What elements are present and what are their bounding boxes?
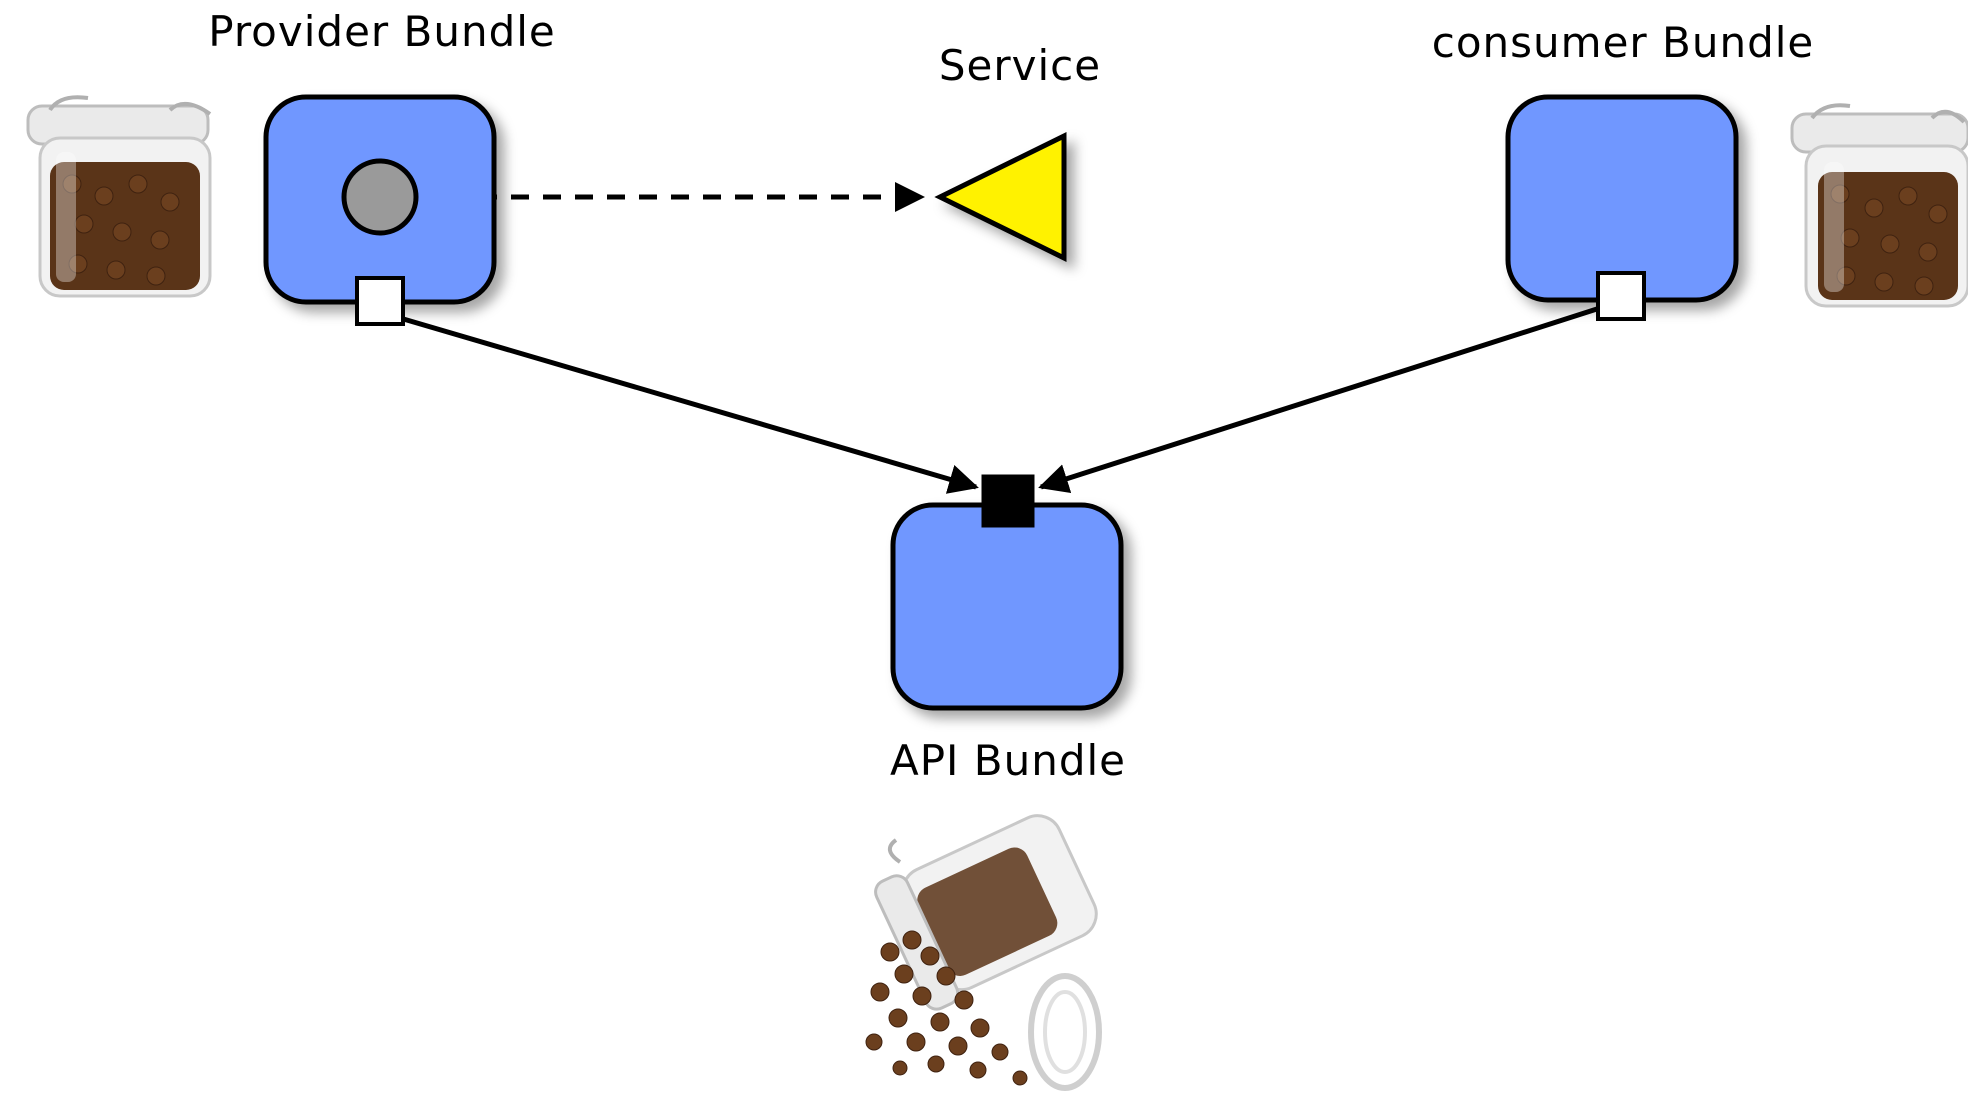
api-bundle-label: API Bundle — [890, 736, 1126, 785]
provider-import-arrow — [399, 315, 979, 494]
consumer-import-arrow — [1038, 305, 1601, 494]
api-export-port — [981, 474, 1035, 528]
service-triangle-icon — [934, 131, 1067, 263]
provider-bundle-label: Provider Bundle — [208, 7, 556, 56]
api-bundle-box — [890, 502, 1124, 711]
spilled-jar-icon — [865, 814, 1102, 1091]
closed-jar-icon — [1790, 103, 1968, 308]
api-bundle — [890, 474, 1124, 711]
consumer-import-port — [1596, 271, 1646, 321]
service-label: Service — [939, 41, 1101, 90]
closed-jar-icon — [26, 95, 212, 298]
provider-import-port — [355, 276, 405, 326]
consumer-bundle-box — [1505, 94, 1739, 303]
consumer-bundle-label: consumer Bundle — [1432, 18, 1815, 67]
consumer-bundle — [1505, 94, 1739, 321]
service-object-circle — [341, 158, 419, 236]
provider-bundle — [263, 94, 497, 326]
